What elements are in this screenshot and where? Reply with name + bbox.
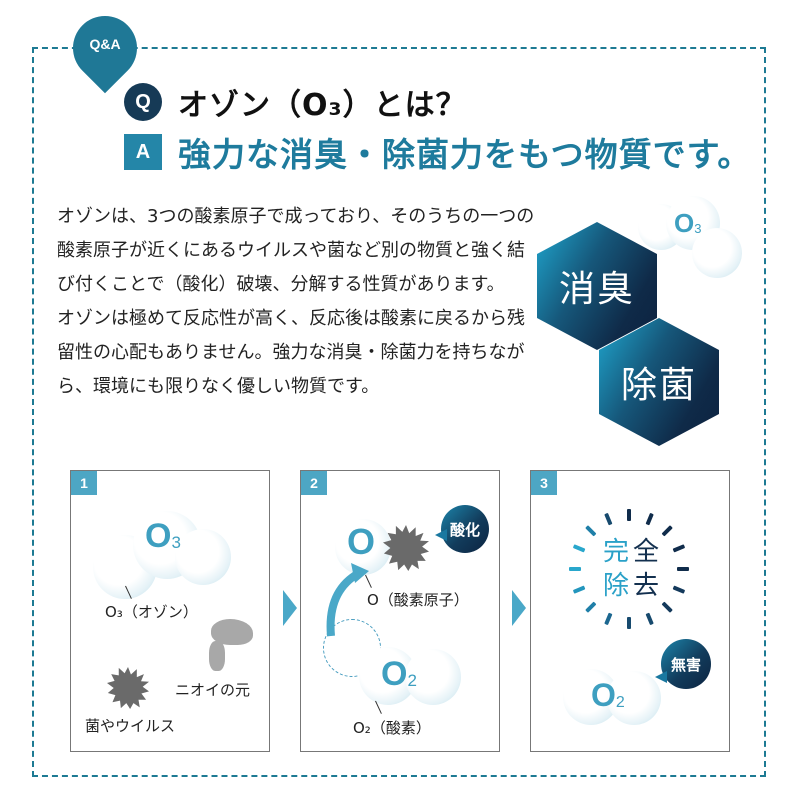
answer-text: 強力な消臭・除菌力をもつ物質です。 (178, 135, 752, 174)
step-panel-2: 2 O 酸化 O（酸素原子） O2 O₂（酸素） (300, 470, 500, 752)
ozone-label: O₃（オゾン） (105, 603, 198, 621)
feature-label: 除菌 (620, 365, 697, 406)
answer-marker: A (124, 134, 162, 170)
oxidation-callout: 酸化 (435, 505, 489, 553)
feature-label: 消臭 (558, 269, 635, 310)
question-text: オゾン（O₃）とは？ (178, 88, 467, 123)
complete-removal-text: 完全 除去 (603, 537, 664, 601)
qa-badge-label: Q&A (89, 36, 121, 52)
oxygen-atom-icon (335, 519, 391, 575)
description-paragraph: オゾンは極めて反応性が高く、反応後は酸素に戻るから残留性の心配もありません。強力… (57, 308, 525, 397)
description: オゾンは、3つの酸素原子で成っており、そのうちの一つの酸素原子が近くにあるウイル… (57, 200, 537, 404)
harmless-callout: 無害 (655, 639, 711, 689)
step-panel-3: 3 完全 除去 無害 O2 (530, 470, 730, 752)
next-arrow-icon (512, 590, 526, 626)
dashed-frame (32, 47, 766, 777)
question-marker: Q (124, 83, 162, 121)
atom-label: O（酸素原子） (367, 591, 469, 609)
step-number: 2 (301, 471, 327, 495)
move-arrow-icon (326, 563, 369, 637)
germ-icon (107, 667, 149, 709)
oxygen-label: O₂（酸素） (353, 719, 431, 737)
odor-label: ニオイの元 (175, 681, 251, 699)
odor-icon (211, 619, 253, 645)
feature-sterilize-hexagon: 除菌 (599, 318, 719, 446)
description-paragraph: オゾンは、3つの酸素原子で成っており、そのうちの一つの酸素原子が近くにあるウイル… (57, 206, 535, 295)
step-number: 1 (71, 471, 97, 495)
next-arrow-icon (283, 590, 297, 626)
question-row: Q オゾン（O₃）とは？ (124, 80, 467, 124)
atom-symbol: O (347, 521, 376, 562)
step-panel-1: 1 O3 O₃（オゾン） ニオイの元 菌やウイルス (70, 470, 270, 752)
answer-row: A 強力な消臭・除菌力をもつ物質です。 (124, 128, 751, 176)
germs-label: 菌やウイルス (85, 717, 176, 735)
odor-icon-tail (209, 641, 225, 671)
step-number: 3 (531, 471, 557, 495)
